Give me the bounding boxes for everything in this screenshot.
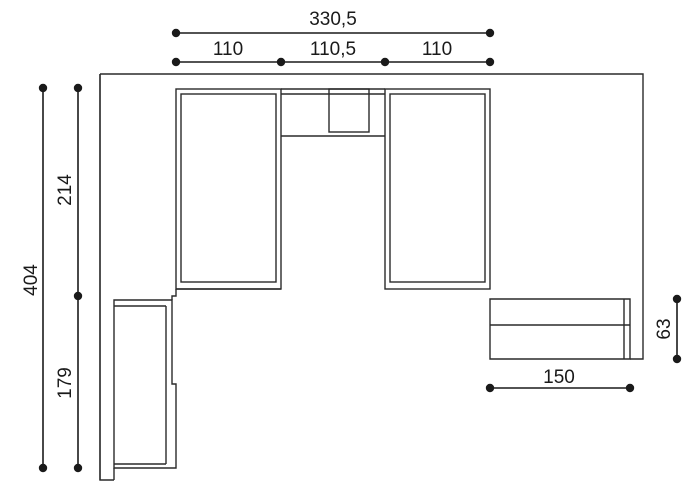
- center-niche: [281, 88, 385, 137]
- dim-segment-widths: 110 110,5 110: [171, 39, 495, 67]
- dim-left-width-label: 110: [213, 39, 243, 60]
- chaise-unit: [489, 298, 631, 360]
- left-step: [171, 289, 177, 300]
- dim-total-height: 404: [21, 83, 48, 473]
- dim-total-width-label: 330,5: [309, 9, 357, 30]
- sofa-plan: [99, 73, 644, 481]
- dim-right-width-label: 110: [422, 39, 452, 60]
- dim-chaise-depth-label: 63: [654, 318, 675, 339]
- dim-total-width: 330,5: [171, 9, 495, 38]
- dim-chaise-length-label: 150: [543, 367, 575, 388]
- dim-center-width-label: 110,5: [310, 39, 356, 60]
- dim-chaise-depth: 63: [654, 294, 682, 364]
- dim-lower-height-label: 179: [55, 367, 76, 399]
- dim-upper-height-label: 214: [55, 174, 76, 206]
- lower-left-unit: [113, 299, 177, 480]
- dim-total-height-label: 404: [21, 264, 42, 296]
- dim-chaise-length: 150: [485, 367, 635, 393]
- right-cabinet: [384, 88, 491, 290]
- dim-section-heights: 214 179: [55, 83, 83, 473]
- left-cabinet: [175, 88, 282, 290]
